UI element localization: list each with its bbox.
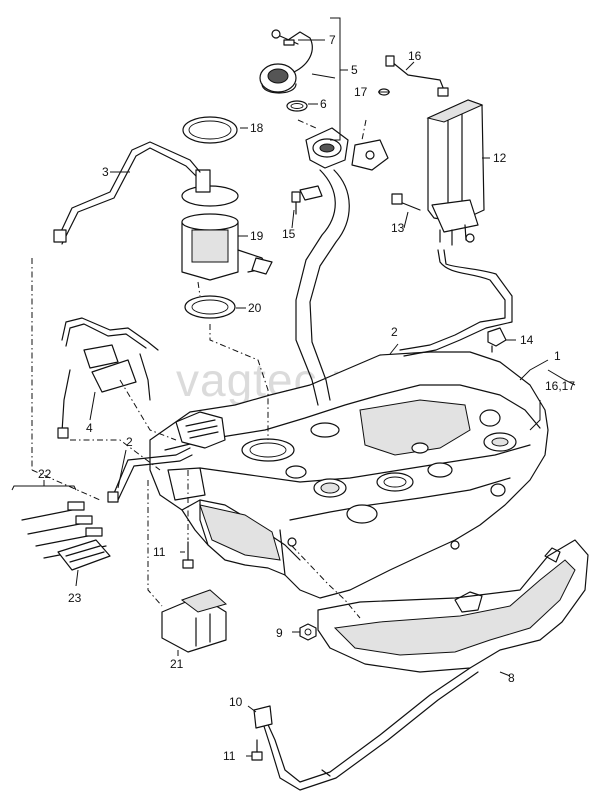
leader-lines: [11, 17, 576, 757]
callout-18: 18: [250, 121, 264, 135]
connector-housing[interactable]: [57, 539, 111, 571]
callout-7: 7: [329, 33, 336, 47]
fuel-delivery-unit[interactable]: [181, 169, 273, 281]
filler-seal-ring[interactable]: [286, 100, 308, 112]
callout-13: 13: [391, 221, 405, 235]
callout-14: 14: [520, 333, 534, 347]
callout-20: 20: [248, 301, 262, 315]
callout-12: 12: [493, 151, 507, 165]
callout-2-left: 2: [126, 435, 133, 449]
callout-15: 15: [282, 227, 296, 241]
filler-neck[interactable]: [295, 127, 389, 406]
callout-19: 19: [250, 229, 264, 243]
fuel-filler-cap[interactable]: [259, 31, 313, 94]
callout-17: 17: [354, 85, 368, 99]
line-clip[interactable]: [487, 327, 507, 353]
callout-4: 4: [86, 421, 93, 435]
callout-16: 16: [408, 49, 422, 63]
fuel-pump-seal[interactable]: [182, 116, 238, 144]
bolt-left[interactable]: [182, 541, 194, 569]
callout-1: 1: [554, 349, 561, 363]
fuel-tank[interactable]: [149, 351, 549, 599]
callout-23: 23: [68, 591, 82, 605]
fuel-feed-line[interactable]: [53, 141, 201, 245]
nut[interactable]: [299, 623, 317, 641]
cap-strap-clip[interactable]: [271, 29, 299, 46]
callout-11-lower: 11: [223, 749, 236, 763]
charcoal-canister[interactable]: [399, 99, 513, 357]
callout-8: 8: [508, 671, 515, 685]
heat-shield[interactable]: [317, 539, 589, 673]
callout-9: 9: [276, 626, 283, 640]
connector-pins[interactable]: [21, 501, 107, 559]
wiring-harness[interactable]: [57, 317, 159, 439]
underbody-fuel-lines: [261, 667, 479, 791]
control-unit-connector[interactable]: [161, 589, 228, 653]
callout-2-top: 2: [391, 325, 398, 339]
canister-bolt[interactable]: [391, 193, 421, 211]
clamp-clip[interactable]: [253, 705, 273, 729]
filler-neck-bolt[interactable]: [291, 191, 301, 215]
callout-5: 5: [351, 63, 358, 77]
callout-10: 10: [229, 695, 243, 709]
callout-11-left: 11: [153, 545, 166, 559]
pump-lock-ring[interactable]: [184, 295, 236, 319]
callout-labels: 1 16,17 2 2 3 4 5 6 7 8 9 10 11 11 12 13…: [38, 33, 575, 763]
callout-3: 3: [102, 165, 109, 179]
assembly-centre-lines: [31, 119, 367, 619]
callout-6: 6: [320, 97, 327, 111]
bolt-lower[interactable]: [251, 739, 263, 761]
callout-21: 21: [170, 657, 184, 671]
callout-1-sub: 16,17: [545, 379, 575, 393]
callout-22: 22: [38, 467, 52, 481]
